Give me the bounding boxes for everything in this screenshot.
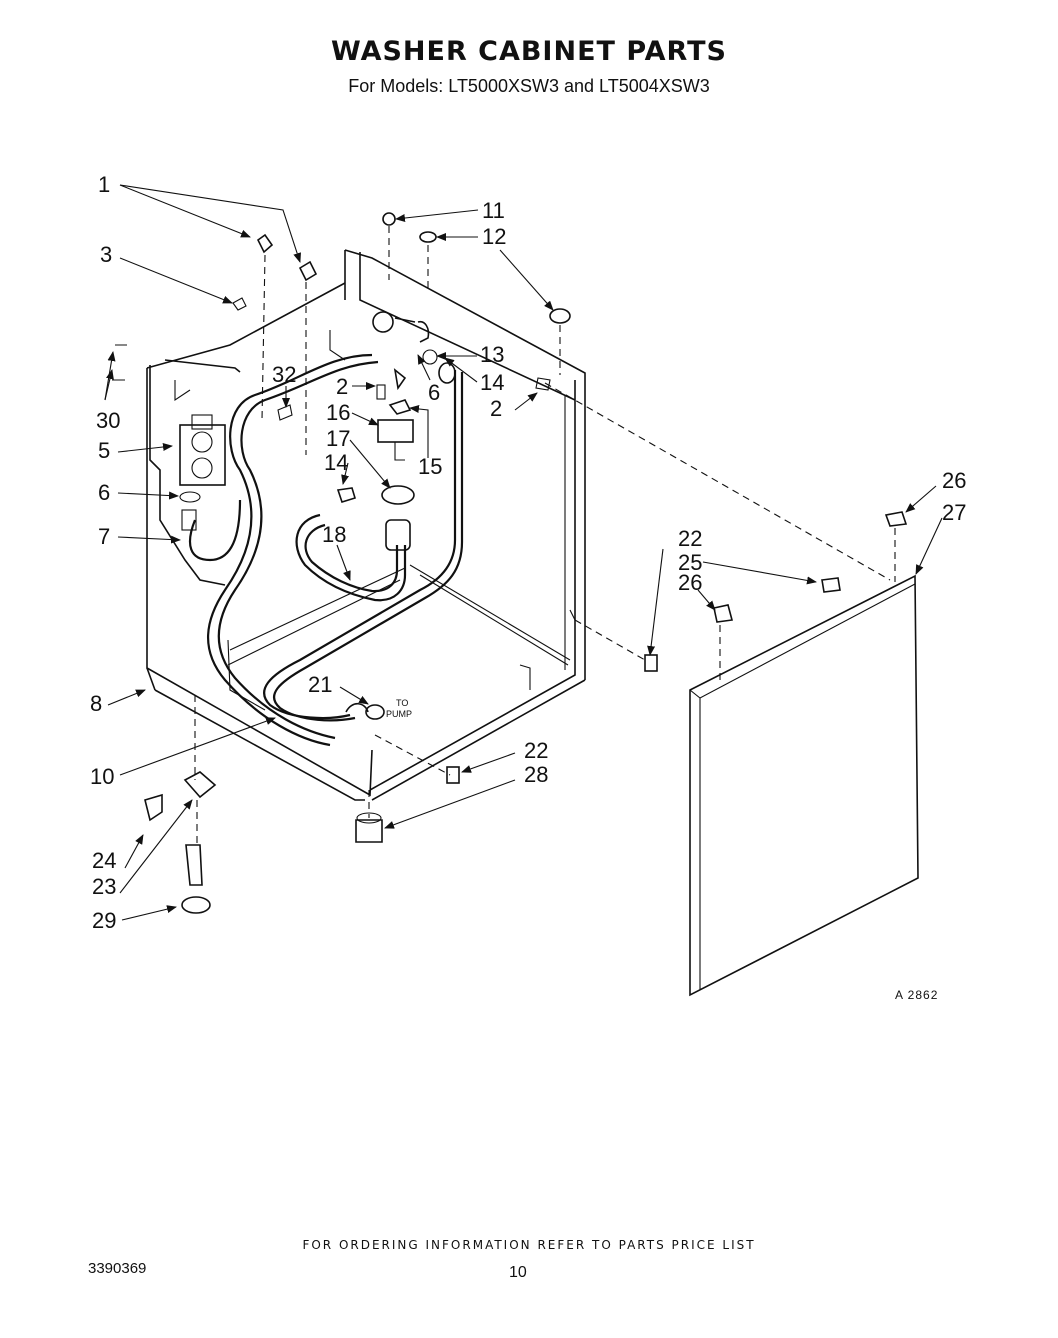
callout-32: 32 xyxy=(272,362,296,387)
drawing-code: A 2862 xyxy=(895,988,939,1002)
models-subtitle: For Models: LT5000XSW3 and LT5004XSW3 xyxy=(348,76,710,96)
callout-2b: 2 xyxy=(490,396,502,421)
callout-22b: 22 xyxy=(524,738,548,763)
document-number: 3390369 xyxy=(88,1260,147,1277)
callout-22a: 22 xyxy=(678,526,702,551)
callout-30: 30 xyxy=(96,408,120,433)
callout-16: 16 xyxy=(326,400,350,425)
callout-14a: 14 xyxy=(480,370,504,395)
callout-7: 7 xyxy=(98,524,110,549)
callout-1: 1 xyxy=(98,172,110,197)
callout-12: 12 xyxy=(482,224,506,249)
callout-28: 28 xyxy=(524,762,548,787)
callout-2a: 2 xyxy=(336,374,348,399)
callout-17: 17 xyxy=(326,426,350,451)
callout-26b: 26 xyxy=(678,570,702,595)
cabinet xyxy=(146,249,586,801)
callout-26a: 26 xyxy=(942,468,966,493)
water-valve xyxy=(179,414,226,531)
callout-10: 10 xyxy=(90,764,114,789)
page-title: WASHER CABINET PARTS xyxy=(331,36,727,67)
callout-29: 29 xyxy=(92,908,116,933)
callout-27: 27 xyxy=(942,500,966,525)
ordering-note: FOR ORDERING INFORMATION REFER TO PARTS … xyxy=(302,1238,756,1252)
callout-6a: 6 xyxy=(98,480,110,505)
callout-6b: 6 xyxy=(428,380,440,405)
pump-note-pump: PUMP xyxy=(386,709,412,719)
callout-11: 11 xyxy=(482,198,505,223)
callout-24: 24 xyxy=(92,848,116,873)
callout-8: 8 xyxy=(90,691,102,716)
page-number: 10 xyxy=(509,1264,527,1281)
callout-13: 13 xyxy=(480,342,504,367)
pump-note-to: TO xyxy=(396,698,408,708)
front-panel xyxy=(689,574,919,997)
callout-15: 15 xyxy=(418,454,442,479)
callout-18: 18 xyxy=(322,522,346,547)
callout-23: 23 xyxy=(92,874,116,899)
hoses xyxy=(188,353,464,747)
small-parts xyxy=(112,212,908,914)
callout-14b: 14 xyxy=(324,450,348,475)
alignment-lines xyxy=(194,226,896,845)
callout-5: 5 xyxy=(98,438,110,463)
callout-25: 25 xyxy=(678,550,702,575)
callout-3: 3 xyxy=(100,242,112,267)
callout-labels: 1 3 30 5 6 7 8 10 24 23 29 11 12 13 14 6… xyxy=(90,172,966,933)
leader-lines xyxy=(104,184,943,921)
callout-21: 21 xyxy=(308,672,332,697)
